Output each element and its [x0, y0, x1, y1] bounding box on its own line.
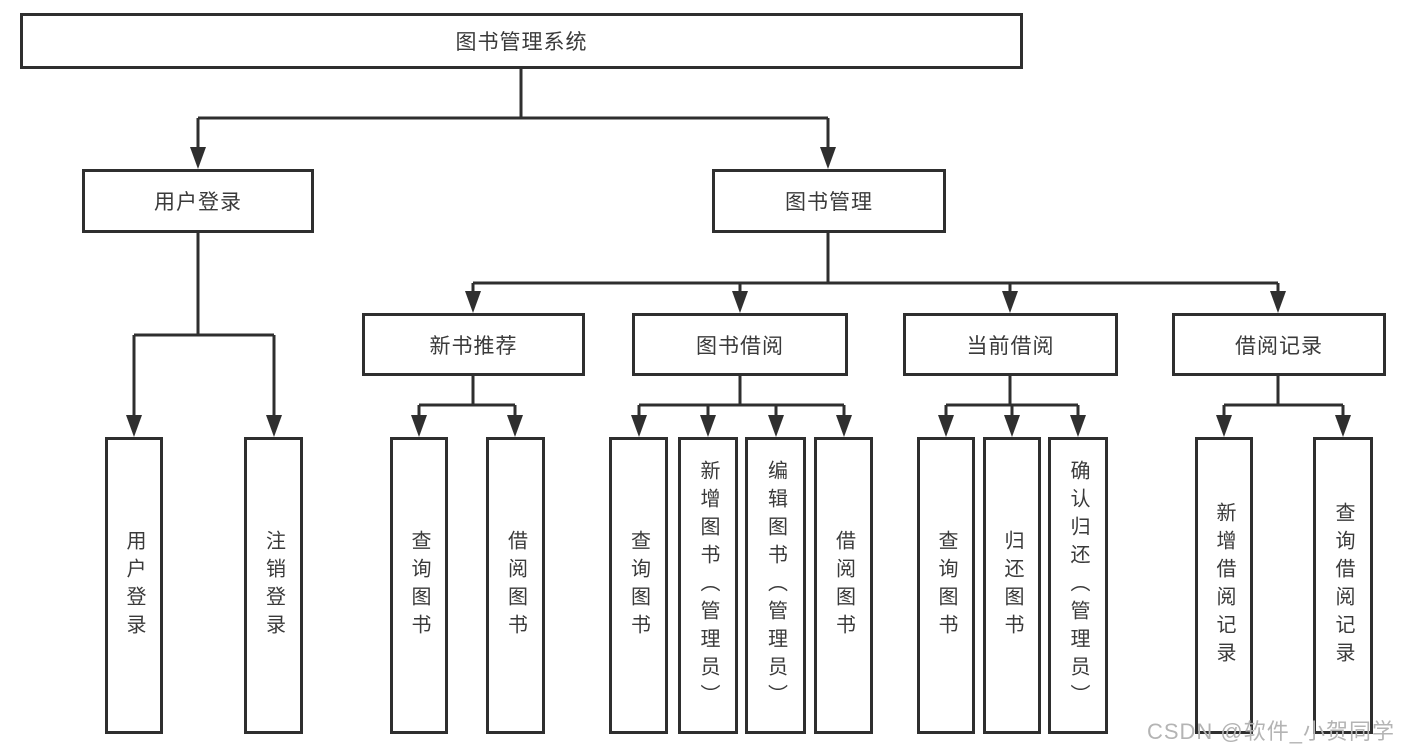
leaf-logout: 注销登录: [244, 437, 303, 734]
connector-book-borrow: [637, 375, 846, 418]
node-root-system: 图书管理系统: [20, 13, 1023, 69]
leaf-borrow-books-label: 借阅图书: [832, 529, 855, 642]
leaf-borrow-books: 借阅图书: [814, 437, 873, 734]
leaf-query-books-borrow-label: 查询图书: [627, 529, 650, 642]
leaf-confirm-return-admin-label: 确认归还（管理员）: [1067, 459, 1089, 712]
node-borrow-records: 借阅记录: [1172, 313, 1386, 376]
leaf-query-books-recommend: 查询图书: [390, 437, 448, 734]
leaf-edit-book-admin: 编辑图书（管理员）: [745, 437, 806, 734]
leaf-add-book-admin-label: 新增图书（管理员）: [697, 459, 719, 712]
leaf-query-borrow-record: 查询借阅记录: [1313, 437, 1373, 734]
connector-user-login: [132, 232, 276, 418]
leaf-borrow-books-recommend-label: 借阅图书: [504, 529, 527, 642]
watermark: CSDN @软件_小贺同学: [1146, 719, 1395, 744]
leaf-query-books-recommend-label: 查询图书: [408, 529, 430, 642]
leaf-query-books-current: 查询图书: [917, 437, 975, 734]
leaf-query-books-borrow: 查询图书: [609, 437, 668, 734]
leaf-query-books-current-label: 查询图书: [935, 529, 957, 642]
leaf-return-books: 归还图书: [983, 437, 1041, 734]
leaf-return-books-label: 归还图书: [1001, 529, 1023, 642]
leaf-logout-label: 注销登录: [262, 529, 285, 642]
node-book-management: 图书管理: [712, 169, 946, 233]
leaf-borrow-books-recommend: 借阅图书: [486, 437, 545, 734]
leaf-query-borrow-record-label: 查询借阅记录: [1332, 501, 1354, 670]
node-current-borrow: 当前借阅: [903, 313, 1118, 376]
leaf-add-borrow-record: 新增借阅记录: [1195, 437, 1253, 734]
connector-root: [196, 68, 830, 150]
node-new-book-recommend: 新书推荐: [362, 313, 585, 376]
connector-book-management: [471, 232, 1280, 294]
leaf-user-login-label: 用户登录: [123, 529, 145, 642]
leaf-edit-book-admin-label: 编辑图书（管理员）: [764, 459, 787, 712]
node-book-borrow: 图书借阅: [632, 313, 848, 376]
leaf-add-book-admin: 新增图书（管理员）: [678, 437, 738, 734]
connector-current-borrow: [944, 375, 1080, 418]
connector-new-book-recommend: [417, 375, 517, 418]
node-user-login: 用户登录: [82, 169, 314, 233]
leaf-confirm-return-admin: 确认归还（管理员）: [1048, 437, 1108, 734]
leaf-add-borrow-record-label: 新增借阅记录: [1213, 501, 1235, 670]
connector-borrow-records: [1222, 375, 1345, 418]
leaf-user-login: 用户登录: [105, 437, 163, 734]
